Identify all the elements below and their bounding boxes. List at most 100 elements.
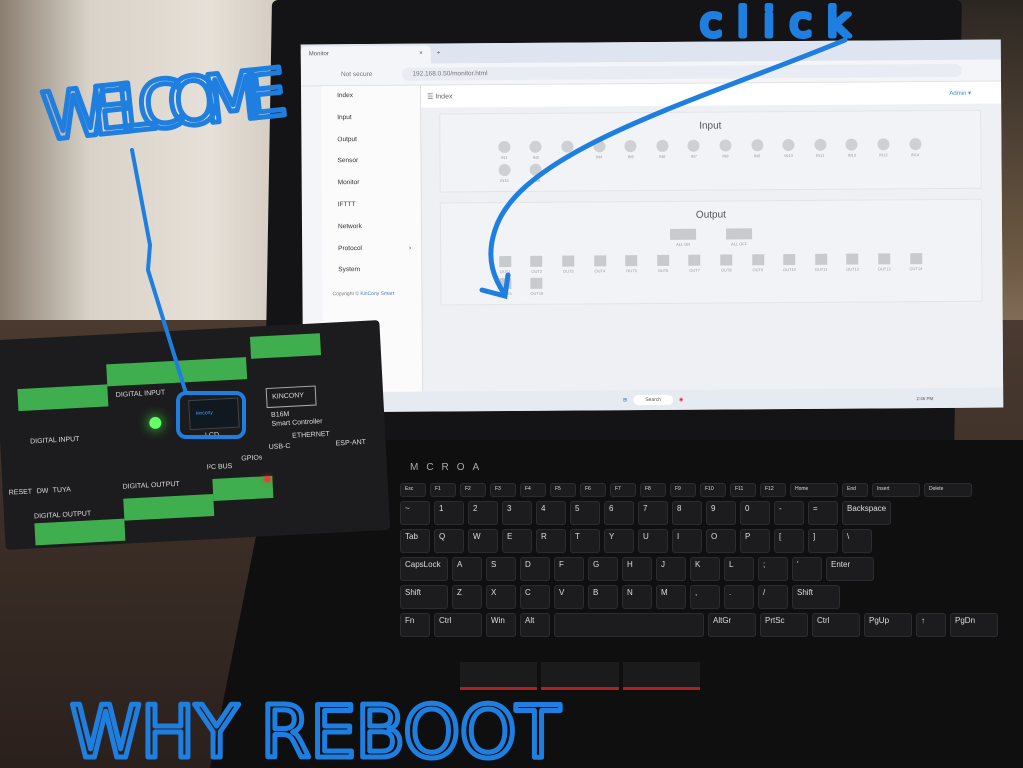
key[interactable]: = [808,501,838,525]
sidebar-item-index[interactable]: Index [337,92,354,100]
key[interactable]: Z [452,585,482,609]
output-item[interactable]: OUT12 [843,253,863,272]
key[interactable]: X [486,585,516,609]
output-toggle[interactable] [499,277,512,290]
chrome-icon[interactable]: ◉ [679,396,684,403]
key[interactable]: Alt [520,613,550,637]
output-toggle[interactable] [593,255,606,267]
key[interactable]: V [554,585,584,609]
output-item[interactable]: OUT11 [811,253,831,272]
key[interactable]: 7 [638,501,668,525]
key[interactable]: F8 [640,483,666,497]
sidebar-item-system[interactable]: System [338,266,360,274]
key[interactable]: Home [790,483,838,497]
key[interactable]: 9 [706,501,736,525]
key[interactable]: Shift [400,585,448,609]
output-item[interactable]: OUT16 [527,277,547,296]
key[interactable]: O [706,529,736,553]
windows-start-icon[interactable]: ⊞ [622,397,628,404]
output-item[interactable]: OUT3 [558,255,578,274]
sidebar-item-network[interactable]: Network [337,222,362,230]
url-input[interactable]: 192.168.0.50/monitor.html [402,63,963,81]
sidebar-item-output[interactable]: Output [337,135,357,143]
key[interactable]: H [622,557,652,581]
left-click-button[interactable] [460,662,538,690]
output-item[interactable]: OUT13 [874,253,894,271]
key[interactable]: Shift [792,585,840,609]
copyright-link[interactable]: KinCony Smart [360,290,394,298]
key[interactable]: Q [434,529,464,553]
browser-tab[interactable]: Monitor× [300,45,431,65]
key[interactable]: ~ [400,501,430,525]
key[interactable]: F10 [700,483,726,497]
key[interactable]: R [536,529,566,553]
close-icon[interactable]: × [419,50,423,57]
key[interactable]: 0 [740,501,770,525]
output-toggle[interactable] [625,255,638,267]
key[interactable]: CapsLock [400,557,448,581]
key[interactable]: ' [792,557,822,581]
key[interactable]: Ctrl [812,613,860,637]
sidebar-item-ifttt[interactable]: IFTTT [337,201,356,209]
key[interactable]: N [622,585,652,609]
key[interactable]: . [724,585,754,609]
key[interactable]: I [672,529,702,553]
key[interactable]: K [690,557,720,581]
key[interactable]: M [656,585,686,609]
key[interactable]: 1 [434,501,464,525]
key[interactable]: 3 [502,501,532,525]
all-on-button[interactable]: ALL ON [670,228,697,247]
key[interactable]: 5 [570,501,600,525]
key[interactable]: \ [842,529,872,553]
output-toggle[interactable] [751,254,764,266]
output-toggle[interactable] [688,254,701,266]
key[interactable]: [ [774,529,804,553]
output-item[interactable]: OUT15 [495,277,515,296]
key[interactable]: D [520,557,550,581]
hamburger-icon[interactable]: ☰ [427,93,434,101]
sidebar-item-sensor[interactable]: Sensor [337,157,359,165]
key[interactable]: , [690,585,720,609]
key[interactable]: Win [486,613,516,637]
output-toggle[interactable] [783,253,796,266]
key[interactable]: A [452,557,482,581]
output-toggle[interactable] [909,253,922,265]
output-item[interactable]: OUT9 [748,254,768,272]
output-toggle[interactable] [656,254,670,266]
output-item[interactable]: OUT2 [527,255,547,274]
output-toggle[interactable] [530,277,543,289]
right-click-button[interactable] [622,662,700,690]
output-item[interactable]: OUT4 [590,255,610,273]
key[interactable]: 4 [536,501,566,525]
key[interactable]: U [638,529,668,553]
key[interactable]: PgUp [864,613,912,637]
output-item[interactable]: OUT10 [780,253,800,272]
key[interactable]: F12 [760,483,786,497]
output-item[interactable]: OUT1 [495,255,515,274]
output-toggle[interactable] [720,254,733,266]
key[interactable]: Ctrl [434,613,482,637]
key[interactable]: Esc [400,483,426,497]
taskbar-search[interactable]: Search [633,394,674,406]
key[interactable]: PgDn [950,613,998,637]
middle-click-button[interactable] [541,662,619,690]
key[interactable]: F9 [670,483,696,497]
key[interactable] [554,613,704,637]
sidebar-item-protocol[interactable]: Protocol› [322,238,421,260]
output-toggle[interactable] [562,255,575,267]
sidebar-item-input[interactable]: Input [337,113,352,121]
key[interactable]: F [554,557,584,581]
key[interactable]: Tab [400,529,430,553]
key[interactable]: ↑ [916,613,946,637]
output-item[interactable]: OUT8 [716,254,736,273]
output-item[interactable]: OUT6 [653,254,673,273]
output-toggle[interactable] [499,255,512,268]
key[interactable]: 2 [468,501,498,525]
key[interactable]: C [520,585,550,609]
key[interactable]: T [570,529,600,553]
key[interactable]: W [468,529,498,553]
key[interactable]: ; [758,557,788,581]
key[interactable]: B [588,585,618,609]
key[interactable]: AltGr [708,613,756,637]
key[interactable]: E [502,529,532,553]
